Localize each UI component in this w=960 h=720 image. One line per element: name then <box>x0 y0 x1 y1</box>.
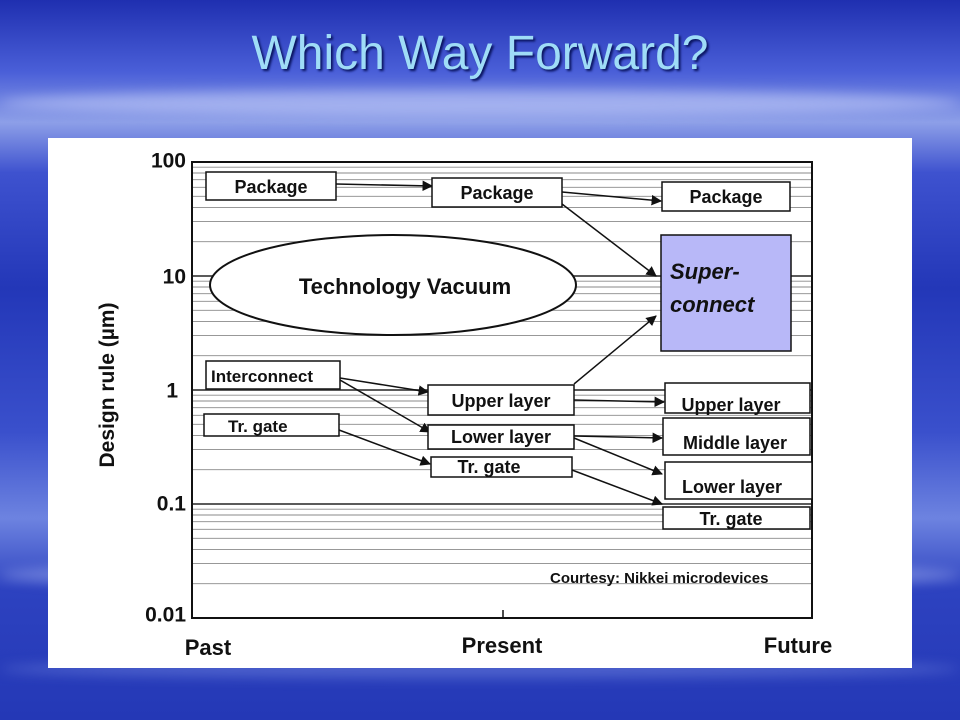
arrow-package-present-future <box>561 191 663 206</box>
label-super-connect-line1: Super- <box>670 259 740 284</box>
x-tick-past: Past <box>185 635 232 660</box>
y-tick-1: 1 <box>166 380 178 403</box>
arrow-package-to-superconnect <box>561 203 657 277</box>
box-upper-layer-present <box>427 384 575 416</box>
arrow-upper-present-future <box>573 396 666 408</box>
arrows <box>335 180 666 506</box>
label-upper-layer-present: Upper layer <box>451 391 550 411</box>
y-tick-0-1: 0.1 <box>157 493 187 516</box>
box-package-present <box>431 177 563 208</box>
label-tr-gate-past: Tr. gate <box>228 417 288 436</box>
arrow-interconnect-lower <box>339 379 431 433</box>
label-middle-layer-future: Middle layer <box>683 433 787 453</box>
arrow-trgate-present-future <box>571 469 663 506</box>
label-tr-gate-present: Tr. gate <box>457 457 520 477</box>
box-lower-layer-present <box>427 424 575 450</box>
y-tick-0-01: 0.01 <box>145 604 186 627</box>
y-axis-label: Design rule (µm) <box>96 303 119 468</box>
plot-frame <box>191 161 813 619</box>
box-super-connect <box>660 234 792 352</box>
box-middle-layer-future <box>662 417 811 456</box>
label-package-past: Package <box>234 177 307 197</box>
x-tick-future: Future <box>764 633 832 658</box>
technology-vacuum-label: Technology Vacuum <box>299 274 511 299</box>
box-interconnect <box>205 360 341 390</box>
slide-title: Which Way Forward? <box>251 27 709 80</box>
label-tr-gate-future: Tr. gate <box>699 509 762 529</box>
box-tr-gate-past <box>203 413 340 437</box>
box-package-past <box>205 171 337 201</box>
credit-label: Courtesy: Nikkei microdevices <box>550 570 768 587</box>
y-tick-100: 100 <box>151 150 186 173</box>
label-super-connect-line2: connect <box>670 292 756 317</box>
label-package-future: Package <box>689 187 762 207</box>
arrow-lower-to-middle <box>573 432 664 444</box>
box-package-future <box>661 181 791 212</box>
label-lower-layer-future: Lower layer <box>682 477 782 497</box>
box-tr-gate-present <box>430 456 573 478</box>
box-lower-layer-future <box>664 461 813 500</box>
arrow-package-past-present <box>335 180 434 192</box>
label-package-present: Package <box>460 183 533 203</box>
box-tr-gate-future <box>662 506 811 530</box>
design-rule-diagram: 100 10 1 0.1 0.01 Design rule (µm) Past … <box>48 138 912 668</box>
arrow-interconnect-upper <box>339 377 430 396</box>
arrow-upper-to-superconnect <box>573 315 657 385</box>
label-upper-layer-future: Upper layer <box>681 395 780 415</box>
y-tick-10: 10 <box>163 266 186 289</box>
arrow-trgate-past-present <box>338 429 431 466</box>
background-streak <box>0 90 960 116</box>
label-interconnect: Interconnect <box>211 367 313 386</box>
arrow-lower-to-lower <box>573 437 663 476</box>
x-tick-present: Present <box>462 633 543 658</box>
technology-vacuum-ellipse: Technology Vacuum <box>209 234 577 336</box>
label-lower-layer-present: Lower layer <box>451 427 551 447</box>
box-upper-layer-future <box>664 382 811 414</box>
